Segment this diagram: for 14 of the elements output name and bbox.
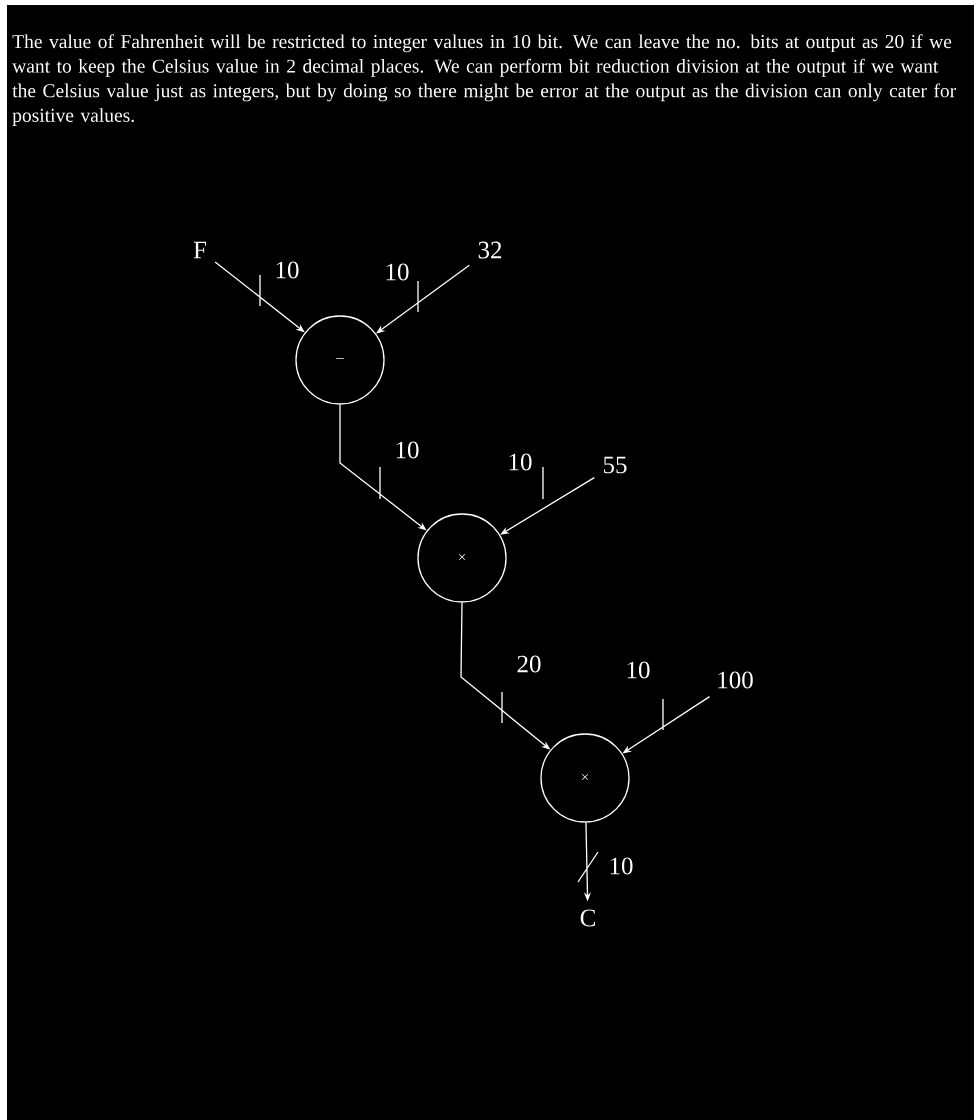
paragraph: The value of Fahrenheit will be restricted to integer values in 10 bit. We can leave the no. bits at output as 20 if we want to keep the Celsius value in 2 decimal places. We can perform bit reduction division at the output if we want the Celsius value just as integers, but by doing so there might be error at the output as the division can only cater for positive values. (12, 34, 956, 126)
edge-label: 10 (386, 263, 409, 281)
edge-label: 10 (610, 857, 633, 875)
arrow (376, 264, 470, 334)
signal-label: 100 (718, 671, 753, 689)
edge-label: 20 (517, 655, 541, 673)
edge-label: 10 (509, 453, 532, 471)
signal-label: 32 (478, 241, 502, 259)
edge-label: 10 (276, 261, 299, 279)
signal-label: 55 (603, 456, 627, 474)
edge-label: 10 (627, 661, 650, 679)
signal-label: C (580, 909, 595, 927)
signal-label: F (193, 241, 207, 259)
edge-label: 10 (396, 441, 419, 459)
